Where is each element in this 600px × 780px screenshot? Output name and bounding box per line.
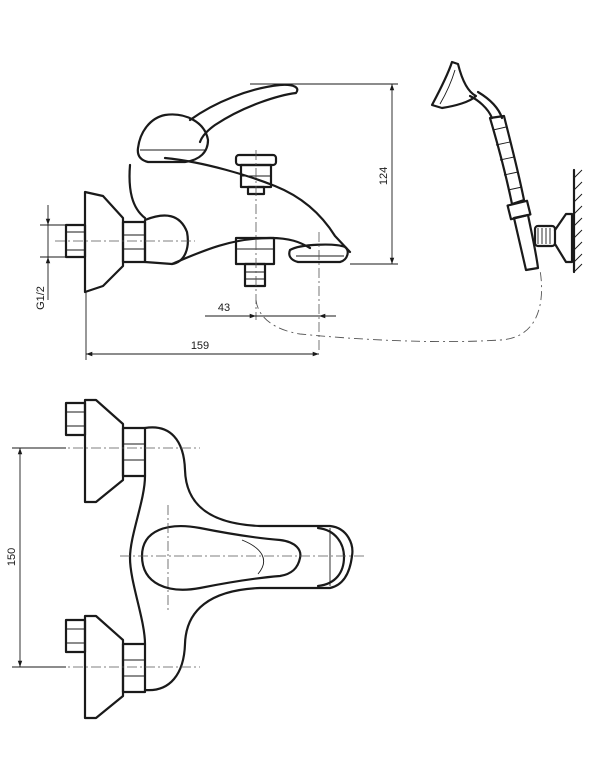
wall-holder-nut: [533, 224, 557, 248]
top-upper-stub: [64, 401, 87, 437]
bottom-outlet-nut: [234, 236, 276, 266]
top-upper-nut: [121, 426, 147, 478]
top-lower-nut: [121, 642, 147, 694]
side-connection-stub: [64, 223, 87, 259]
dimension-g12-label: G1/2: [35, 286, 47, 310]
shower-handle-grip: [488, 114, 526, 206]
bottom-outlet-thread: [243, 262, 267, 288]
top-view: 150: [6, 398, 365, 720]
shower-hose: [255, 269, 543, 343]
mixer-body: [143, 214, 189, 266]
lever-handle: [188, 83, 299, 144]
side-hex-nut: [121, 220, 147, 264]
dimension-150-label: 150: [6, 548, 18, 566]
side-view: 124 G1/2 43 159: [35, 83, 543, 360]
cartridge-housing: [136, 113, 210, 164]
top-lower-stub: [64, 618, 87, 654]
spout-mouth: [288, 243, 349, 264]
top-spout-tip: [316, 526, 346, 588]
hand-shower: [430, 60, 583, 274]
dimension-43-label: 43: [218, 302, 230, 314]
top-lever-handle: [140, 525, 302, 591]
shower-handle-tail: [512, 213, 540, 272]
dimension-124-label: 124: [378, 167, 390, 185]
top-upper-flange: [83, 398, 125, 504]
shower-head: [430, 60, 478, 110]
spout: [128, 156, 352, 266]
top-lower-flange: [83, 614, 125, 720]
top-body-outline: [128, 426, 354, 692]
shower-neck: [468, 90, 504, 120]
side-wall-flange: [83, 190, 125, 294]
wall-holder-bracket: [553, 212, 574, 264]
dimension-159-label: 159: [191, 340, 209, 352]
